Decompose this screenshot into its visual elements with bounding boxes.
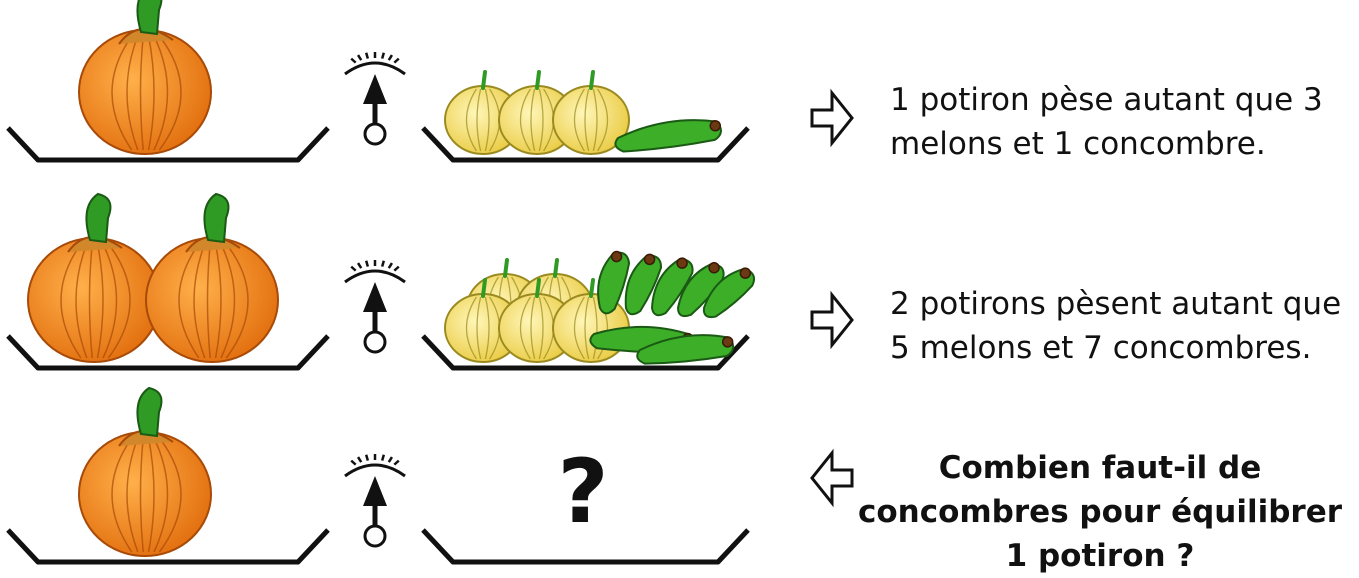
- scale-icon: [345, 454, 405, 546]
- arrow-right-icon: [812, 93, 852, 143]
- cucumber-icon: [614, 116, 722, 152]
- caption-row-2-line-1: 2 potirons pèsent autant que: [890, 282, 1341, 326]
- caption-row-2: 2 potirons pèsent autant que 5 melons et…: [890, 282, 1341, 370]
- question-caption: Combien faut-il de concombres pour équil…: [855, 446, 1345, 578]
- caption-row-2-line-2: 5 melons et 7 concombres.: [890, 326, 1341, 370]
- row-2: [8, 194, 852, 368]
- row-1: [8, 0, 852, 160]
- scale-icon: [345, 52, 405, 144]
- question-line-2: concombres pour équilibrer: [855, 490, 1345, 534]
- question-line-1: Combien faut-il de: [855, 446, 1345, 490]
- scale-icon: [345, 260, 405, 352]
- pumpkin-icon: [146, 194, 278, 362]
- arrow-right-icon: [812, 295, 852, 345]
- arrow-left-icon: [812, 453, 852, 503]
- question-line-3: 1 potiron ?: [855, 534, 1345, 578]
- pumpkin-icon: [79, 388, 211, 556]
- caption-row-1-line-2: melons et 1 concombre.: [890, 122, 1323, 166]
- caption-row-1-line-1: 1 potiron pèse autant que 3: [890, 78, 1323, 122]
- pumpkin-icon: [79, 0, 211, 154]
- pumpkin-icon: [28, 194, 160, 362]
- caption-row-1: 1 potiron pèse autant que 3 melons et 1 …: [890, 78, 1323, 166]
- question-mark-icon: ?: [557, 440, 608, 543]
- row-3: ?: [8, 388, 852, 562]
